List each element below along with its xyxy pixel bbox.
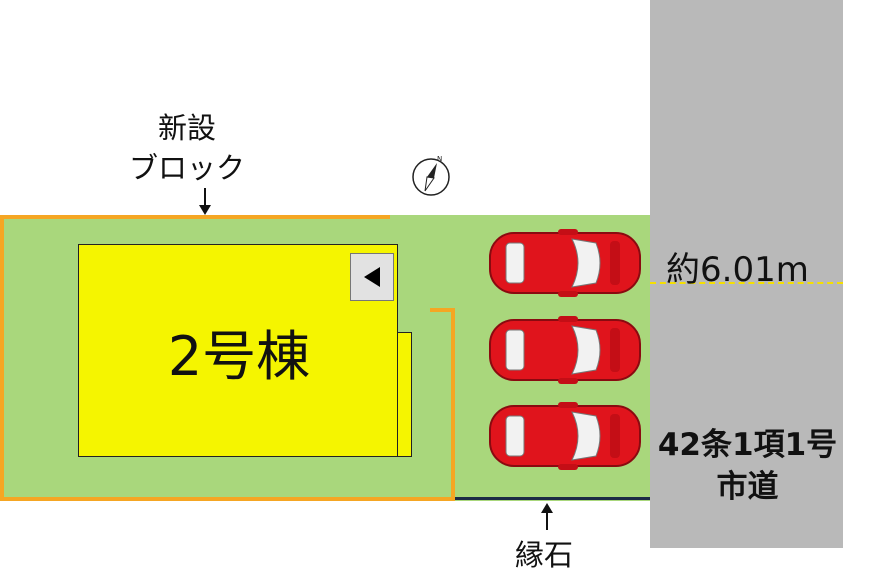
road-label: 42条1項1号 市道 <box>652 424 843 508</box>
block-wall-right <box>451 308 455 501</box>
road-label-line-1: 42条1項1号 <box>657 427 838 463</box>
curb-line <box>455 497 650 500</box>
frontage-label: 約6.01m <box>666 250 809 290</box>
building-label: 2号棟 <box>167 325 311 388</box>
block-wall-bottom <box>0 497 455 501</box>
frontage-dimension-line <box>650 282 843 284</box>
block-wall-jog <box>430 308 455 312</box>
svg-text:N: N <box>437 155 442 163</box>
entrance-arrow-icon <box>364 267 380 287</box>
new-block-label-line-1: 新設 <box>157 111 216 145</box>
arrow-down-icon <box>199 188 211 215</box>
car-icon <box>488 229 642 297</box>
compass-icon: N <box>412 155 450 196</box>
road-label-line-2: 市道 <box>716 469 779 505</box>
car-icon <box>488 316 642 384</box>
building-extension <box>396 332 412 457</box>
road-area <box>650 0 843 548</box>
block-wall-left <box>0 215 4 501</box>
car-icon <box>488 402 642 470</box>
arrow-up-icon <box>541 503 553 530</box>
new-block-label: 新設 ブロック <box>112 108 262 188</box>
new-block-wall <box>0 215 390 219</box>
building-footprint: 2号棟 <box>78 244 398 457</box>
curb-label: 縁石 <box>515 538 574 572</box>
entrance-marker <box>350 253 394 301</box>
new-block-label-line-2: ブロック <box>128 151 245 185</box>
